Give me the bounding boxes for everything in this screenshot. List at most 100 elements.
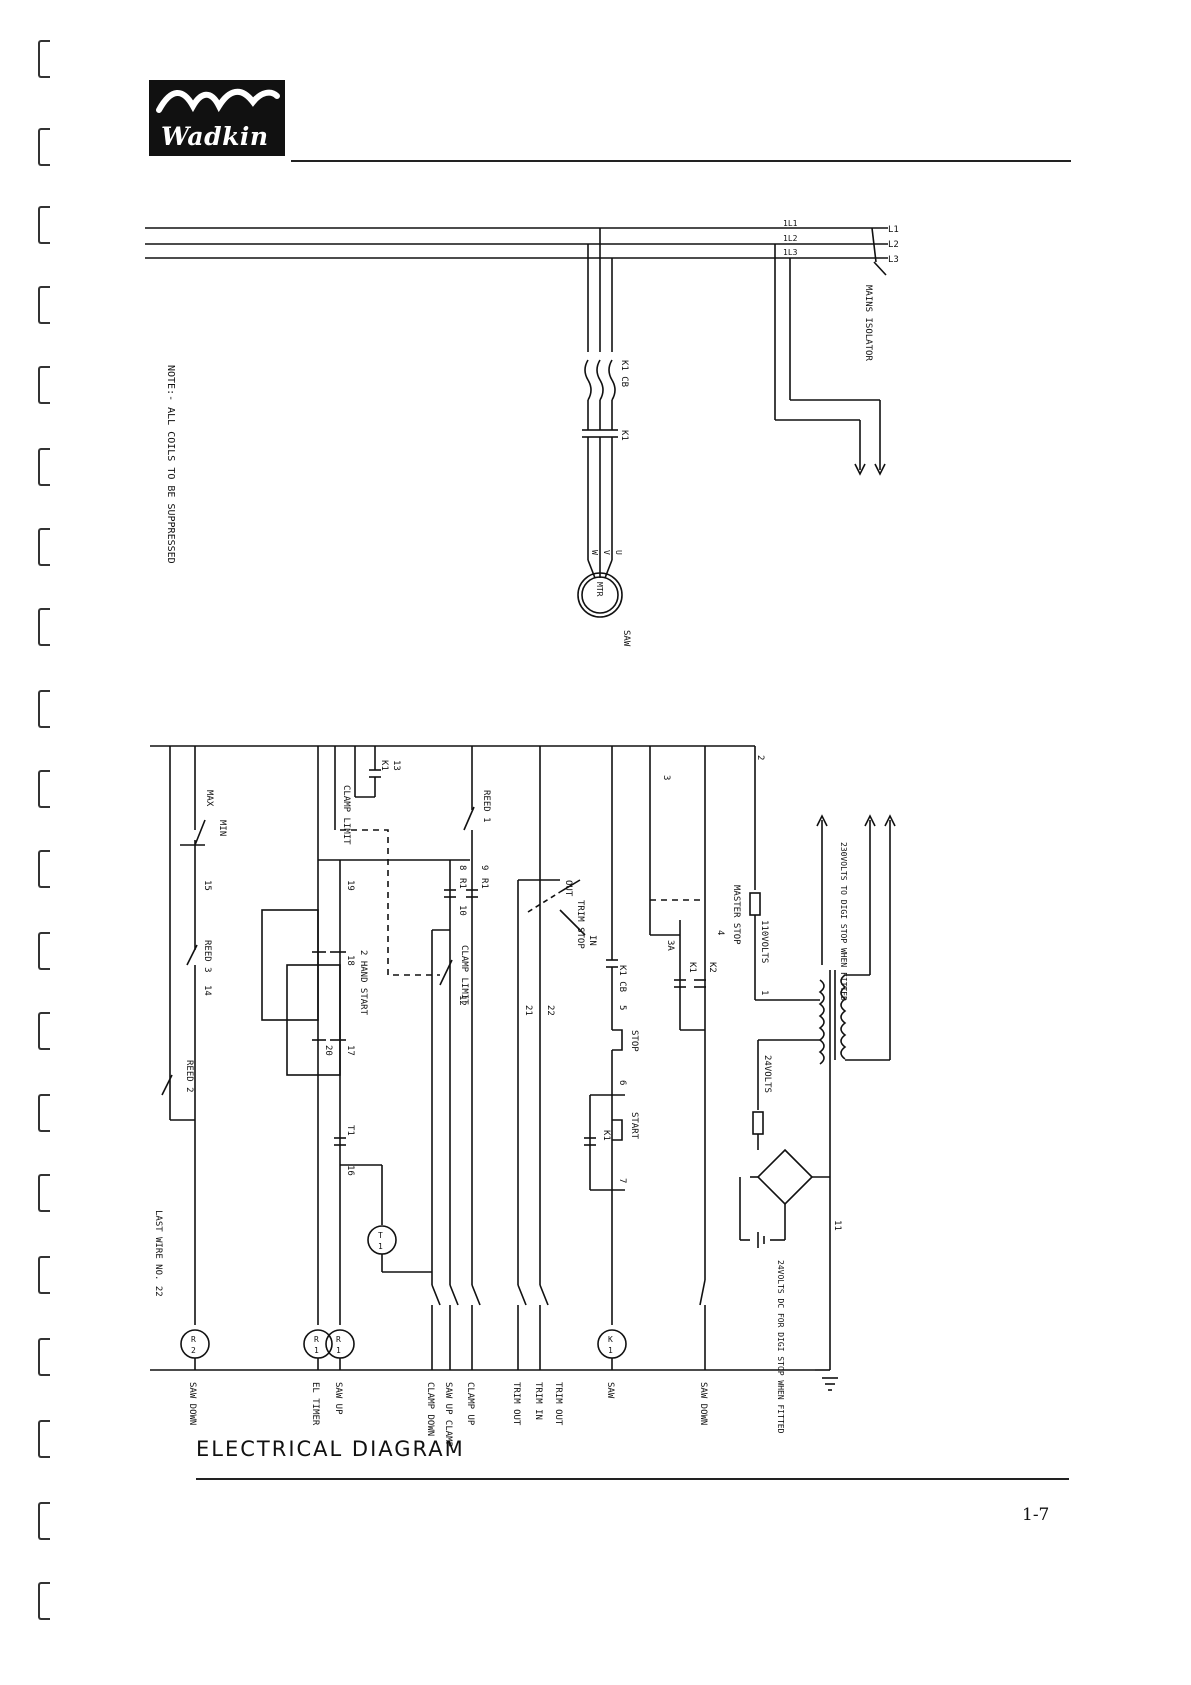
k1-start-label: K1: [601, 1130, 611, 1141]
wire-1: 1: [759, 990, 769, 995]
reed2-label: REED 2: [184, 1060, 194, 1093]
output-label: TRIM OUT: [553, 1382, 563, 1426]
line-in-label-1: 1L1: [783, 219, 798, 228]
wire-22: 22: [545, 1005, 555, 1016]
header-rule: [291, 160, 1071, 162]
wire-18: 18: [345, 955, 355, 966]
output-label: CLAMP DOWN: [425, 1382, 435, 1436]
out-label: OUT: [563, 880, 573, 897]
motor-label: SAW: [621, 630, 631, 647]
output-label: TRIM IN: [533, 1382, 543, 1420]
coil-k1-number: 1: [608, 1346, 613, 1355]
coil-k1-letter: K: [608, 1335, 613, 1344]
wire-20: 20: [323, 1045, 333, 1056]
last-wire-label: LAST WIRE NO. 22: [153, 1210, 163, 1297]
wire-10: 10: [457, 905, 467, 916]
coil-r2-letter: R: [191, 1335, 196, 1344]
binder-hole: [38, 1012, 50, 1050]
logo-wave-icon: [156, 89, 280, 113]
motor-symbol: MTR: [595, 582, 604, 597]
stop-label: STOP: [629, 1030, 639, 1052]
binder-hole: [38, 206, 50, 244]
wire-17: 17: [345, 1045, 355, 1056]
volts-24-label: 24VOLTS: [762, 1055, 772, 1093]
binder-hole: [38, 1338, 50, 1376]
supply-label-l2: L2: [888, 240, 899, 250]
binder-hole: [38, 1420, 50, 1458]
wire-2: 2: [755, 755, 765, 760]
binder-hole: [38, 1502, 50, 1540]
k2-label: K2: [707, 962, 717, 973]
binder-hole: [38, 850, 50, 888]
wire-12: 12: [457, 995, 467, 1006]
output-label: SAW: [605, 1382, 615, 1399]
binder-hole: [38, 690, 50, 728]
reed3-label: REED 3: [202, 940, 212, 973]
binder-hole: [38, 1174, 50, 1212]
binder-hole: [38, 448, 50, 486]
wire-21: 21: [523, 1005, 533, 1016]
coil-note: NOTE:- ALL COILS TO BE SUPPRESSED: [165, 365, 176, 564]
output-label: SAW UP: [333, 1382, 343, 1415]
k1-cb-label: K1 CB: [617, 965, 627, 992]
binder-hole: [38, 1256, 50, 1294]
two-hand-start-label: 2 HAND START: [358, 950, 368, 1016]
min-label: MIN: [217, 820, 227, 836]
terminal-w: W: [590, 550, 599, 555]
page-number: 1-7: [1022, 1505, 1050, 1525]
output-label: TRIM OUT: [511, 1382, 521, 1426]
clamp-limit-mid-label: CLAMP LIMIT: [459, 945, 469, 1005]
output-label: SAW DOWN: [187, 1382, 197, 1425]
wire-11: 11: [832, 1220, 842, 1231]
line-in-label-3: 1L3: [783, 248, 798, 257]
wire-13: 13: [391, 760, 401, 771]
coil-r1b-number: 1: [336, 1346, 341, 1355]
dc-note: 24VOLTS DC FOR DIGI STOP WHEN FITTED: [776, 1260, 785, 1434]
binder-hole: [38, 1582, 50, 1620]
binder-hole: [38, 128, 50, 166]
logo-text: Wadkin: [161, 122, 269, 151]
coil-r1a-letter: R: [314, 1335, 319, 1344]
volts-110-label: 110VOLTS: [759, 920, 769, 963]
footer-rule: [196, 1478, 1069, 1480]
supply-label-l1: L1: [888, 225, 899, 235]
k1-13-label: K1: [379, 760, 389, 771]
mains-isolator-label: MAINS ISOLATOR: [863, 285, 873, 361]
wire-3: 3: [661, 775, 671, 780]
wire-15: 15: [202, 880, 212, 891]
trim-stop-label: TRIM STOP: [575, 900, 585, 949]
wire-14: 14: [202, 985, 212, 996]
max-label: MAX: [204, 790, 214, 807]
binder-hole: [38, 1094, 50, 1132]
output-label: CLAMP UP: [465, 1382, 475, 1426]
k1a-label: K1: [687, 962, 697, 973]
binder-hole: [38, 366, 50, 404]
binder-hole: [38, 932, 50, 970]
output-label: SAW DOWN: [698, 1382, 708, 1425]
terminal-v: V: [602, 550, 611, 555]
coil-r2-number: 2: [191, 1346, 196, 1355]
coil-r1b-letter: R: [336, 1335, 341, 1344]
wire-7: 7: [617, 1178, 627, 1183]
motor-cb-label: K1 CB: [619, 360, 629, 387]
in-label: IN: [587, 935, 597, 946]
binder-hole: [38, 40, 50, 78]
master-stop-label: MASTER STOP: [731, 885, 741, 945]
wire-5: 5: [617, 1005, 627, 1010]
terminal-u: U: [614, 550, 623, 555]
reed1-label: REED 1: [481, 790, 491, 823]
coil-r1a-number: 1: [314, 1346, 319, 1355]
output-label: EL TIMER: [310, 1382, 320, 1426]
t1-label: T1: [345, 1125, 355, 1136]
primary-note: 230VOLTS TO DIGI STOP WHEN FITTED: [839, 842, 848, 1001]
output-label: SAW UP CLAMP: [443, 1382, 453, 1448]
wadkin-logo: Wadkin: [149, 80, 285, 156]
binder-hole: [38, 528, 50, 566]
r1a-label: R1: [457, 878, 467, 889]
wire-6: 6: [617, 1080, 627, 1085]
wire-9: 9: [479, 865, 489, 870]
coil-t1-number: 1: [378, 1242, 383, 1251]
line-in-label-2: 1L2: [783, 234, 798, 243]
